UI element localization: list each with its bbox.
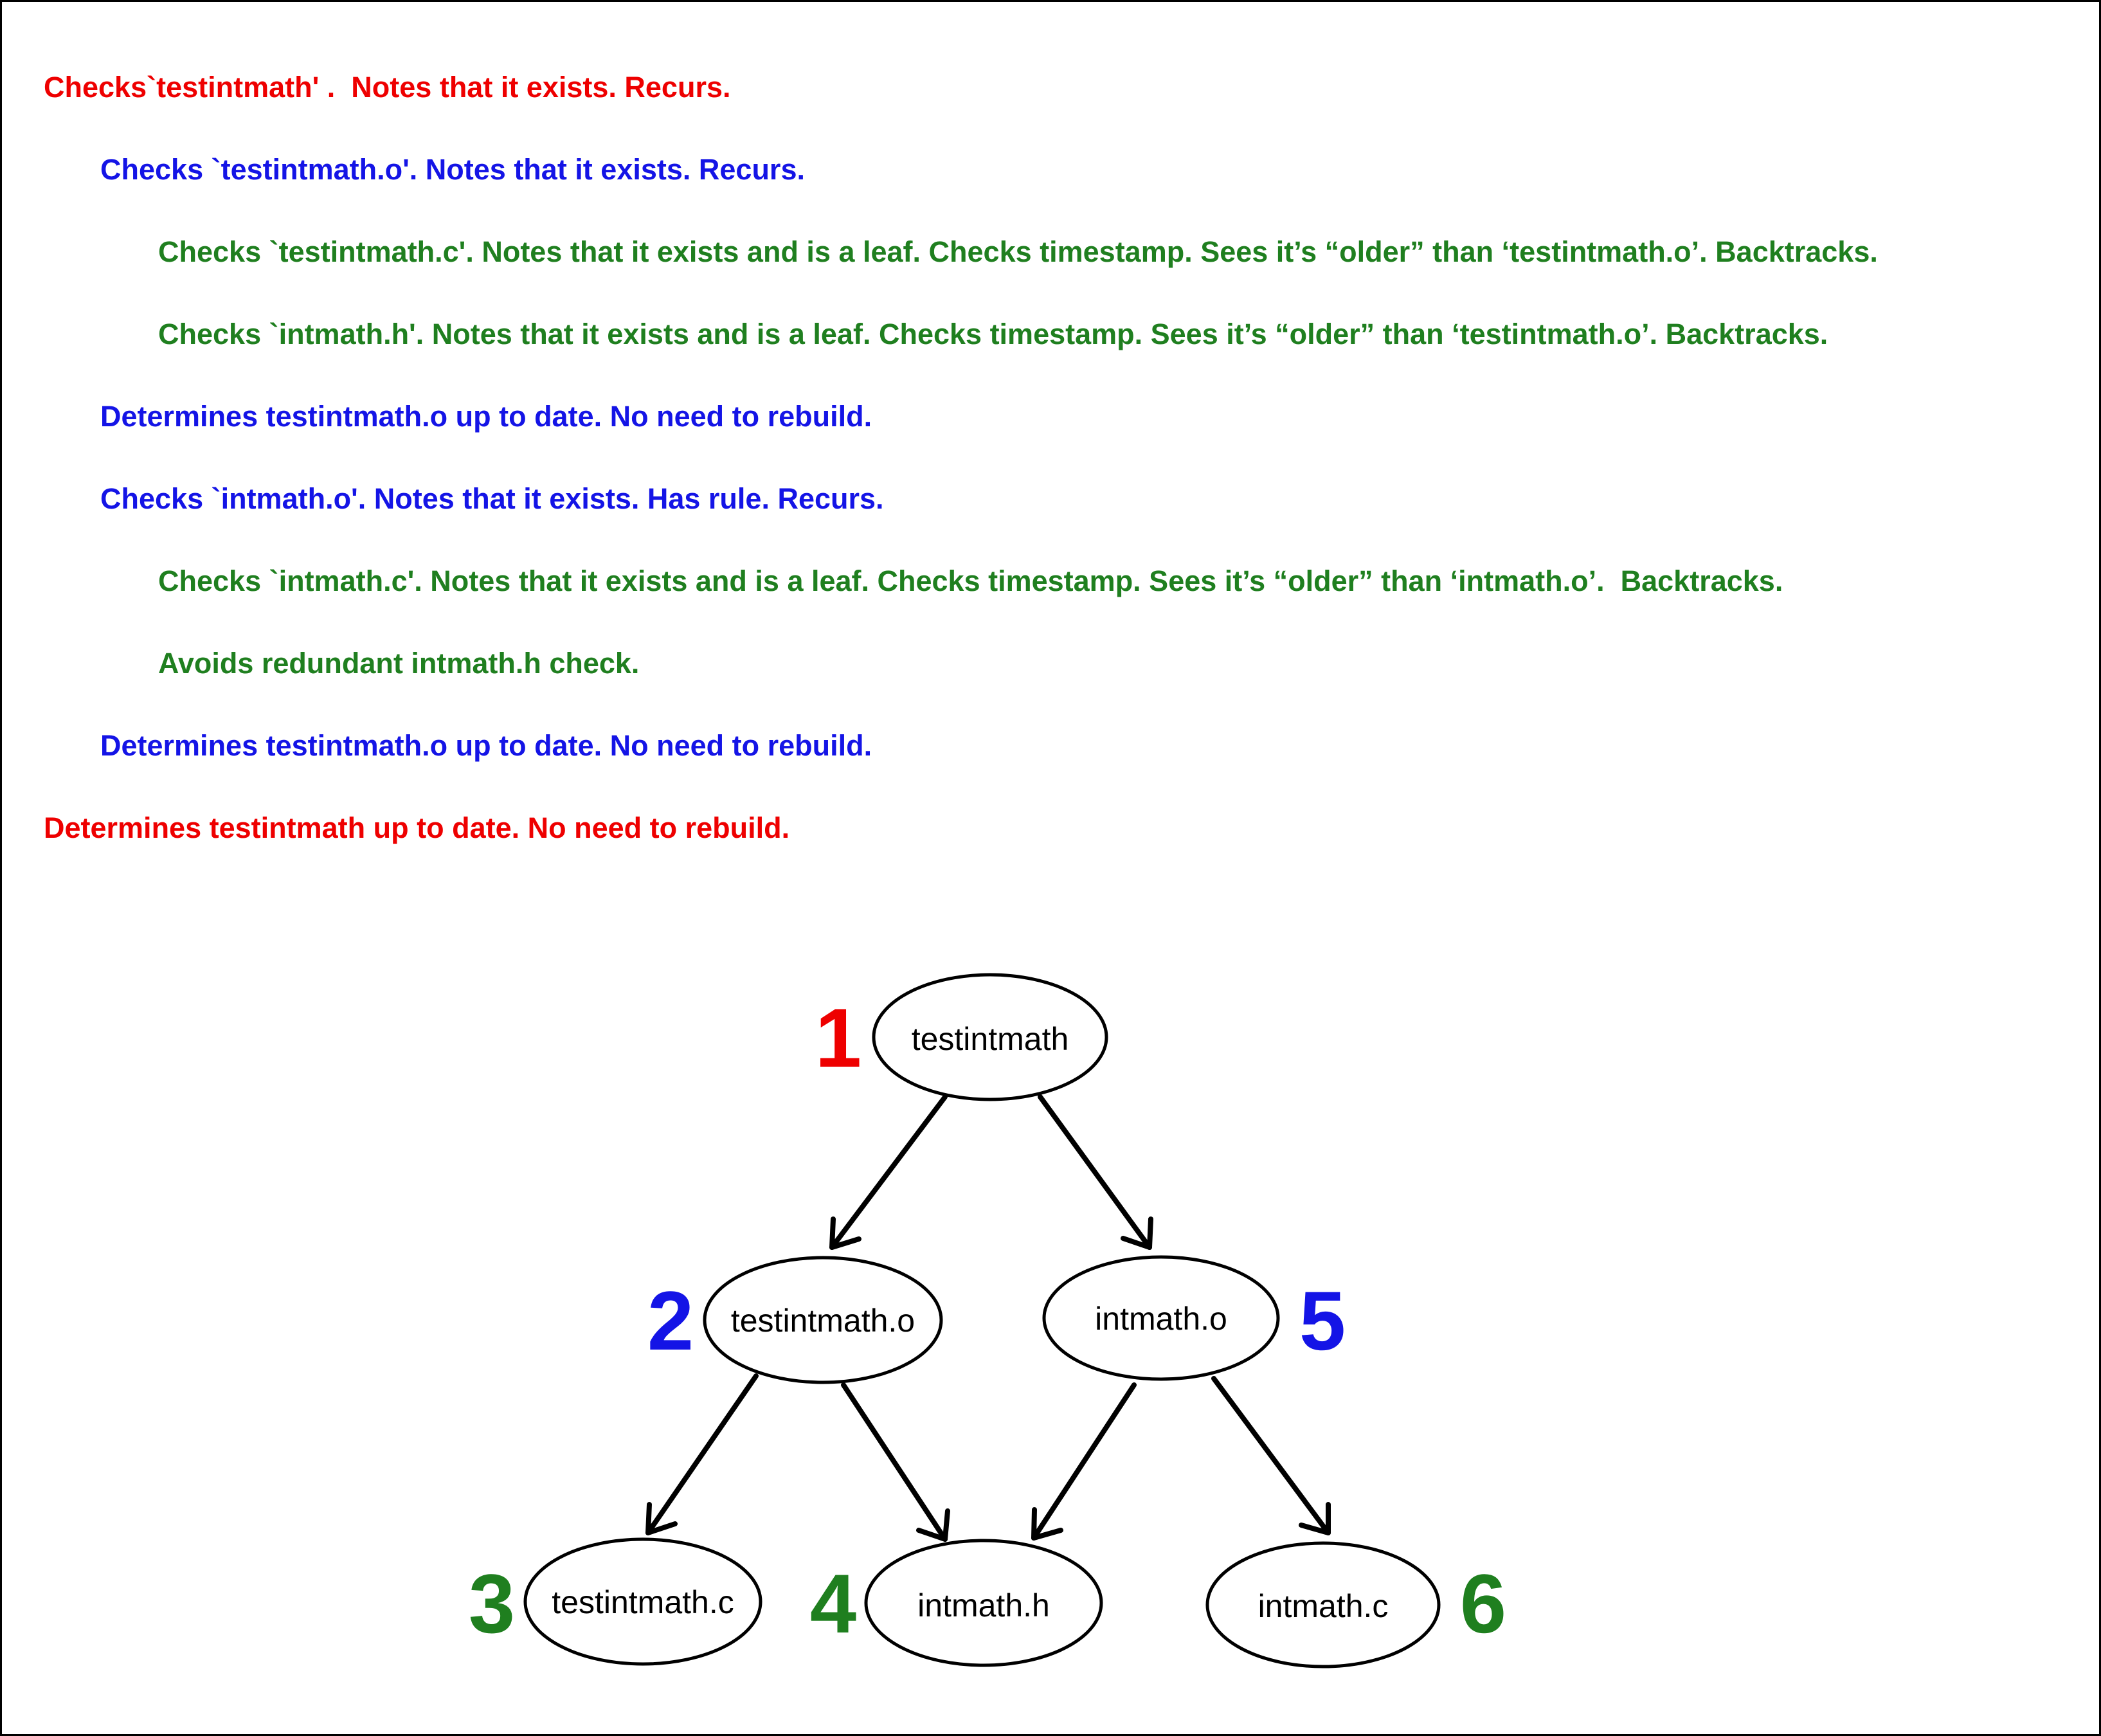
order-number: 6 — [1460, 1557, 1506, 1650]
trace-line: Checks `intmath.c'. Notes that it exists… — [158, 565, 1783, 597]
trace-line: Checks `testintmath.c'. Notes that it ex… — [158, 235, 1878, 268]
edge-testintmath-to-intmath-o — [1038, 1094, 1152, 1250]
trace-line: Checks `testintmath.o'. Notes that it ex… — [100, 153, 805, 186]
edge-testintmath-to-testintmath-o — [829, 1094, 948, 1250]
arrowhead — [1299, 1502, 1331, 1535]
edge-testintmath-o-to-intmath-h — [841, 1382, 948, 1542]
node-intmath-h — [864, 1539, 1103, 1667]
arrowhead — [645, 1502, 678, 1535]
node-label: intmath.h — [917, 1587, 1050, 1623]
arrowhead — [916, 1508, 950, 1542]
node-label: testintmath.c — [552, 1584, 734, 1620]
trace-line: Checks `intmath.h'. Notes that it exists… — [158, 318, 1828, 350]
trace-line: Checks`testintmath' . Notes that it exis… — [44, 71, 731, 104]
edge-intmath-o-to-intmath-h — [1031, 1382, 1137, 1541]
trace-line: Determines testintmath.o up to date. No … — [100, 400, 872, 433]
order-number: 1 — [815, 991, 861, 1085]
node-intmath-c — [1205, 1541, 1441, 1668]
node-label: intmath.c — [1258, 1588, 1389, 1624]
node-label: intmath.o — [1095, 1301, 1227, 1337]
order-number: 2 — [647, 1274, 694, 1368]
order-number: 5 — [1299, 1274, 1346, 1368]
edge-testintmath-o-to-testintmath-c — [645, 1373, 759, 1535]
arrowhead — [1121, 1216, 1153, 1250]
arrowhead — [1031, 1507, 1063, 1541]
trace-line: Determines testintmath up to date. No ne… — [44, 811, 790, 844]
edge-intmath-o-to-intmath-c — [1211, 1376, 1331, 1535]
order-number: 3 — [469, 1557, 515, 1650]
order-number: 4 — [810, 1557, 856, 1650]
trace-line: Avoids redundant intmath.h check. — [158, 647, 640, 680]
node-testintmath-o — [703, 1256, 943, 1384]
node-testintmath-c — [523, 1537, 762, 1666]
arrowhead — [829, 1216, 861, 1250]
node-intmath-o — [1042, 1255, 1280, 1381]
node-testintmath — [872, 973, 1108, 1101]
trace-line: Checks `intmath.o'. Notes that it exists… — [100, 482, 884, 515]
node-label: testintmath.o — [731, 1303, 915, 1339]
trace-line: Determines testintmath.o up to date. No … — [100, 729, 872, 762]
node-label: testintmath — [912, 1021, 1069, 1057]
